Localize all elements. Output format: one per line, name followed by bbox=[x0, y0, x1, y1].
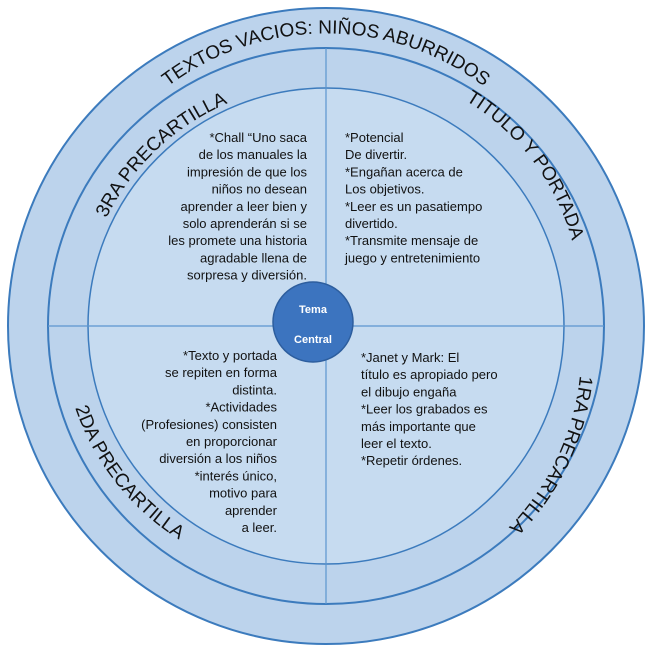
section-text-bottom-right: *Janet y Mark: El título es apropiado per… bbox=[361, 350, 498, 468]
section-line: el dibujo engaña bbox=[361, 384, 457, 399]
section-line: se repiten en forma bbox=[165, 365, 278, 380]
section-line: sorpresa y diversión. bbox=[187, 268, 307, 283]
section-line: De divertir. bbox=[345, 147, 407, 162]
section-line: *Leer es un pasatiempo bbox=[345, 199, 482, 214]
section-line: *Potencial bbox=[345, 130, 404, 145]
section-text-top-left: *Chall “Uno saca de los manuales la impres… bbox=[168, 130, 308, 283]
section-line: distinta. bbox=[232, 382, 277, 397]
section-text-top-right: *Potencial De divertir. *Engañan acerca de… bbox=[344, 130, 482, 265]
center-label-line2: Central bbox=[294, 334, 332, 346]
center-label-line1: Tema bbox=[299, 304, 328, 316]
section-line: (Profesiones) consisten bbox=[141, 417, 277, 432]
section-line: *Actividades bbox=[205, 400, 277, 415]
section-line: aprender a leer bien y bbox=[181, 199, 308, 214]
section-line: solo aprenderán si se bbox=[183, 216, 307, 231]
section-line: *Transmite mensaje de bbox=[345, 233, 478, 248]
section-line: *Janet y Mark: El bbox=[361, 350, 459, 365]
section-line: juego y entretenimiento bbox=[344, 250, 480, 265]
section-line: aprender bbox=[225, 503, 278, 518]
center-circle bbox=[272, 281, 354, 363]
section-line: *interés único, bbox=[195, 468, 277, 483]
section-line: niños no desean bbox=[212, 182, 307, 197]
section-line: *Repetir órdenes. bbox=[361, 453, 462, 468]
section-line: les promete una historia bbox=[168, 233, 308, 248]
section-line: *Leer los grabados es bbox=[361, 402, 488, 417]
section-line: en proporcionar bbox=[186, 434, 278, 449]
section-line: impresión de que los bbox=[187, 164, 307, 179]
section-line: más importante que bbox=[361, 419, 476, 434]
section-text-bottom-left: *Texto y portada se repiten en forma disti… bbox=[141, 348, 278, 535]
section-line: de los manuales la bbox=[199, 147, 308, 162]
section-line: diversión a los niños bbox=[159, 451, 277, 466]
section-line: *Chall “Uno saca bbox=[209, 130, 307, 145]
section-line: agradable llena de bbox=[200, 250, 307, 265]
section-line: leer el texto. bbox=[361, 436, 432, 451]
section-line: Los objetivos. bbox=[345, 182, 425, 197]
section-line: a leer. bbox=[242, 520, 277, 535]
section-line: título es apropiado pero bbox=[361, 367, 498, 382]
section-line: divertido. bbox=[345, 216, 398, 231]
section-line: motivo para bbox=[209, 486, 278, 501]
section-line: *Texto y portada bbox=[183, 348, 278, 363]
section-line: *Engañan acerca de bbox=[345, 164, 463, 179]
